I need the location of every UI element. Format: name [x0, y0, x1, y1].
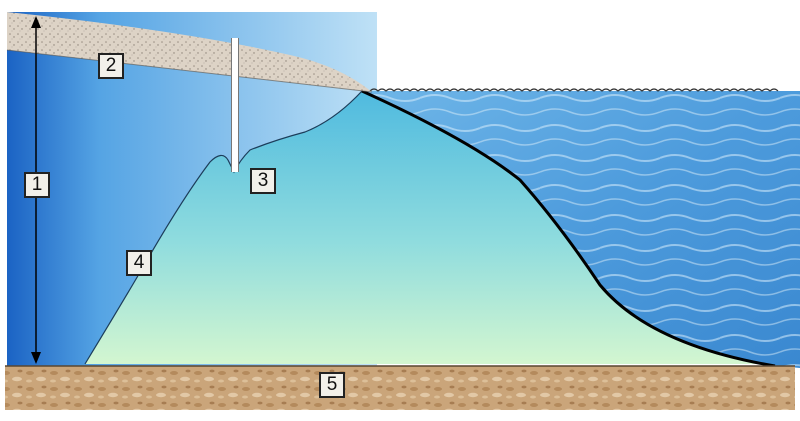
water-table-line [6, 49, 373, 93]
bedrock-layer [5, 366, 795, 410]
label-5-bedrock: 5 [319, 372, 345, 398]
sea-surface-ripple [369, 88, 779, 92]
label-4-interface: 4 [126, 250, 152, 276]
coastline-seafloor-line [361, 89, 776, 368]
freshwater-lens [85, 91, 760, 364]
label-1-thickness: 1 [24, 172, 50, 198]
surface-sand-layer [7, 12, 372, 92]
well-pipe [232, 38, 238, 172]
label-3-well: 3 [250, 168, 276, 194]
thickness-arrow-head-bottom [31, 352, 41, 364]
label-2-surface-layer: 2 [98, 53, 124, 79]
thickness-arrow-head-top [31, 16, 41, 28]
sea-wave-texture [365, 91, 800, 368]
